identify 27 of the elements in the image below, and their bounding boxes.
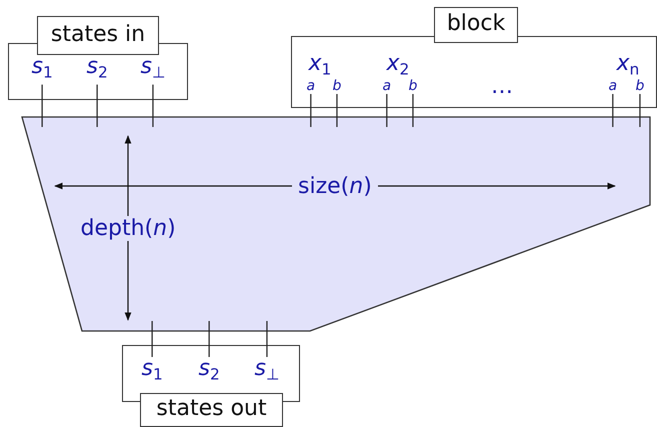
pin-label: b	[408, 78, 418, 94]
group-title: states in	[37, 16, 159, 55]
dimension-label: size(n)	[292, 174, 378, 198]
wire	[612, 94, 614, 127]
wire	[208, 321, 210, 357]
wire	[96, 84, 98, 127]
wire	[42, 84, 43, 127]
pin-label: b	[332, 78, 342, 94]
port-label: s$_{2}$	[198, 357, 220, 387]
pin-label: a	[608, 78, 618, 94]
wire	[152, 84, 154, 127]
wire	[336, 94, 338, 127]
wire	[310, 94, 312, 127]
wire	[639, 94, 641, 127]
wire	[412, 94, 414, 127]
port-label: s$_{1}$	[142, 357, 163, 387]
wire	[266, 321, 268, 357]
group-title: block	[434, 7, 518, 43]
port-label: s$_{⊥}$	[140, 55, 166, 85]
port-label: s$_{2}$	[86, 55, 108, 85]
pin-label: b	[636, 78, 644, 94]
group-title: states out	[140, 393, 283, 427]
wire	[152, 321, 153, 357]
port-label: s$_{1}$	[32, 55, 53, 85]
ellipsis-text: …	[491, 74, 513, 98]
port-label: s$_{⊥}$	[254, 357, 280, 387]
wire	[386, 94, 388, 127]
